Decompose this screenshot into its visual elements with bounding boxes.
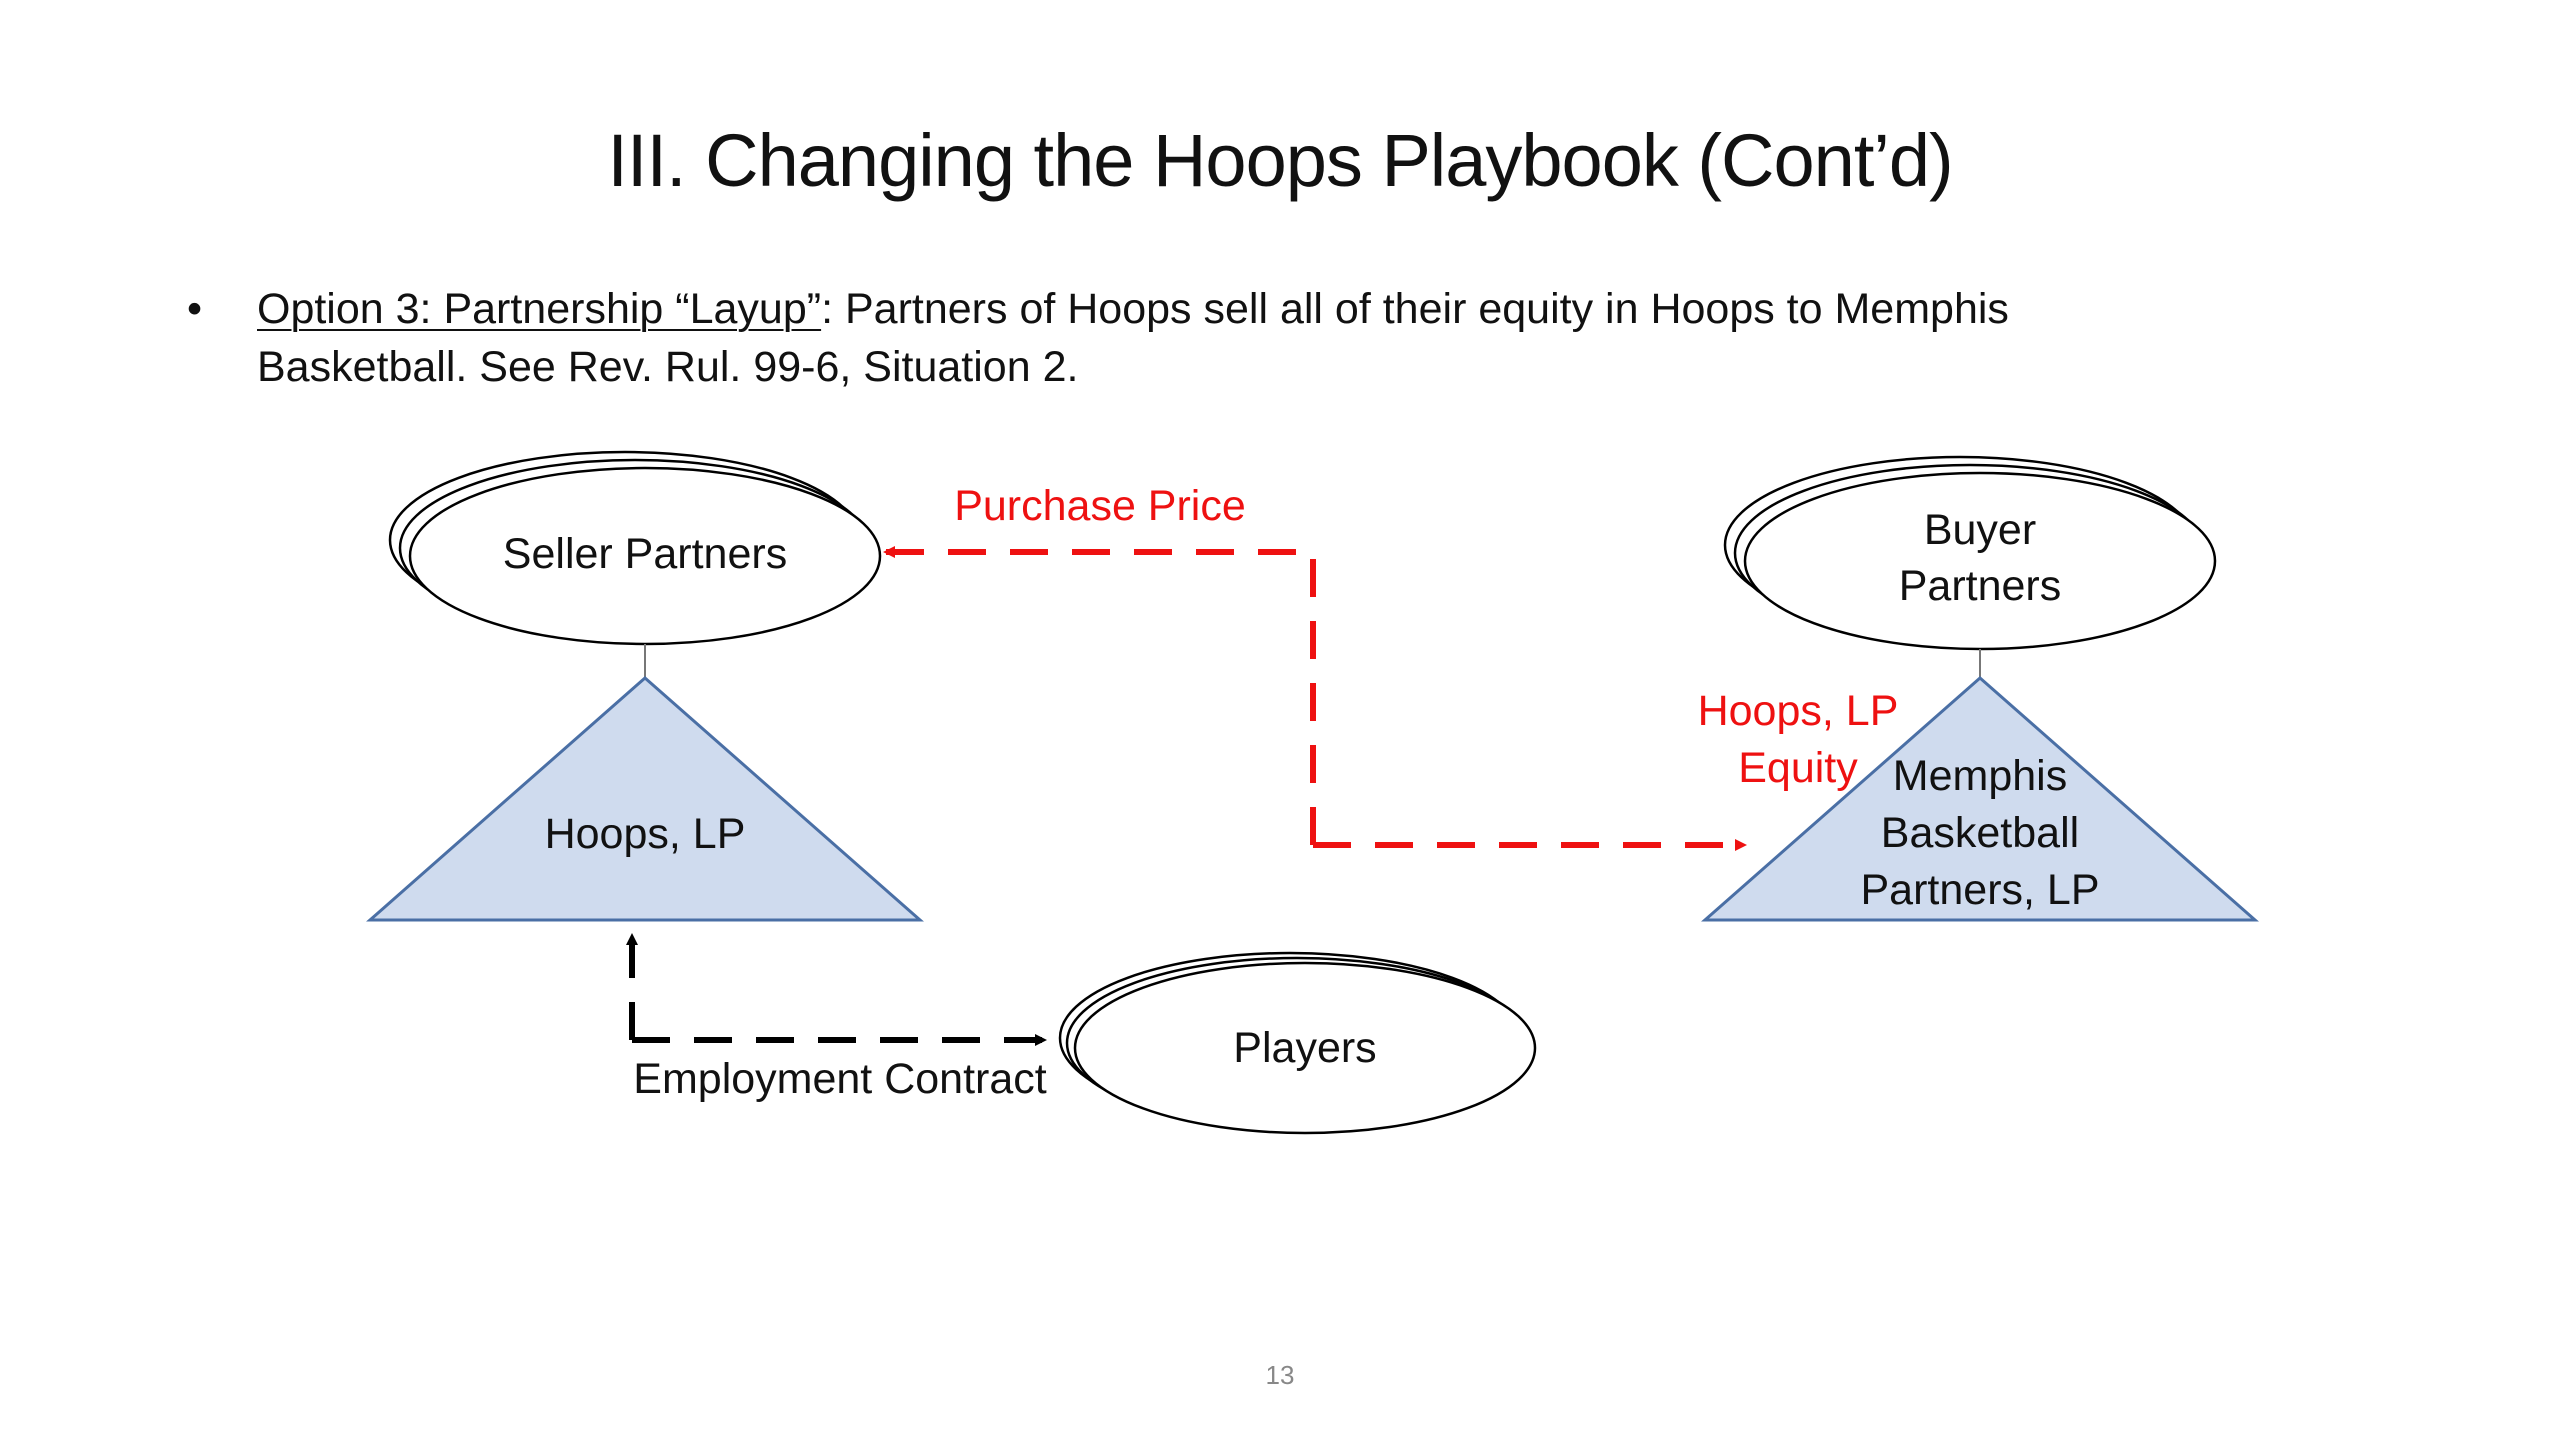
seller-partners-label: Seller Partners — [503, 530, 787, 578]
bullet-text: Option 3: Partnership “Layup”: Partners … — [257, 280, 2395, 396]
players-node: Players — [1058, 951, 1537, 1135]
employment-contract-label: Employment Contract — [633, 1055, 1046, 1103]
memphis-label-line3: Partners, LP — [1861, 866, 2100, 914]
seller-partners-node: Seller Partners — [388, 450, 882, 646]
bullet-point: • Option 3: Partnership “Layup”: Partner… — [187, 280, 2395, 396]
memphis-label-line2: Basketball — [1881, 809, 2079, 857]
equity-label-line2: Equity — [1738, 744, 1858, 792]
hoops-lp-node: Hoops, LP — [366, 676, 924, 922]
bullet-dot-icon: • — [187, 285, 203, 333]
buyer-partners-label-line2: Partners — [1899, 562, 2062, 610]
purchase-equity-flow: Purchase Price Hoops, LP Equity — [883, 482, 1899, 851]
purchase-price-arrow — [883, 546, 1316, 845]
buyer-partners-label-line1: Buyer — [1924, 506, 2036, 554]
employment-contract-flow: Employment Contract — [626, 933, 1047, 1103]
slide-title: III. Changing the Hoops Playbook (Cont’d… — [607, 119, 1953, 202]
memphis-label-line1: Memphis — [1893, 752, 2067, 800]
purchase-price-label: Purchase Price — [954, 482, 1246, 530]
memphis-basketball-node: Memphis Basketball Partners, LP — [1701, 676, 2259, 922]
buyer-partners-node: Buyer Partners — [1723, 455, 2217, 651]
bullet-line2: Basketball. See Rev. Rul. 99-6, Situatio… — [257, 343, 1079, 391]
hoops-lp-label: Hoops, LP — [545, 810, 746, 858]
equity-label-line1: Hoops, LP — [1698, 687, 1899, 735]
option-heading: Option 3: Partnership “Layup” — [257, 285, 822, 333]
players-label: Players — [1233, 1024, 1376, 1072]
page-number: 13 — [1265, 1360, 1295, 1390]
bullet-line1-rest: : Partners of Hoops sell all of their eq… — [821, 285, 2009, 333]
